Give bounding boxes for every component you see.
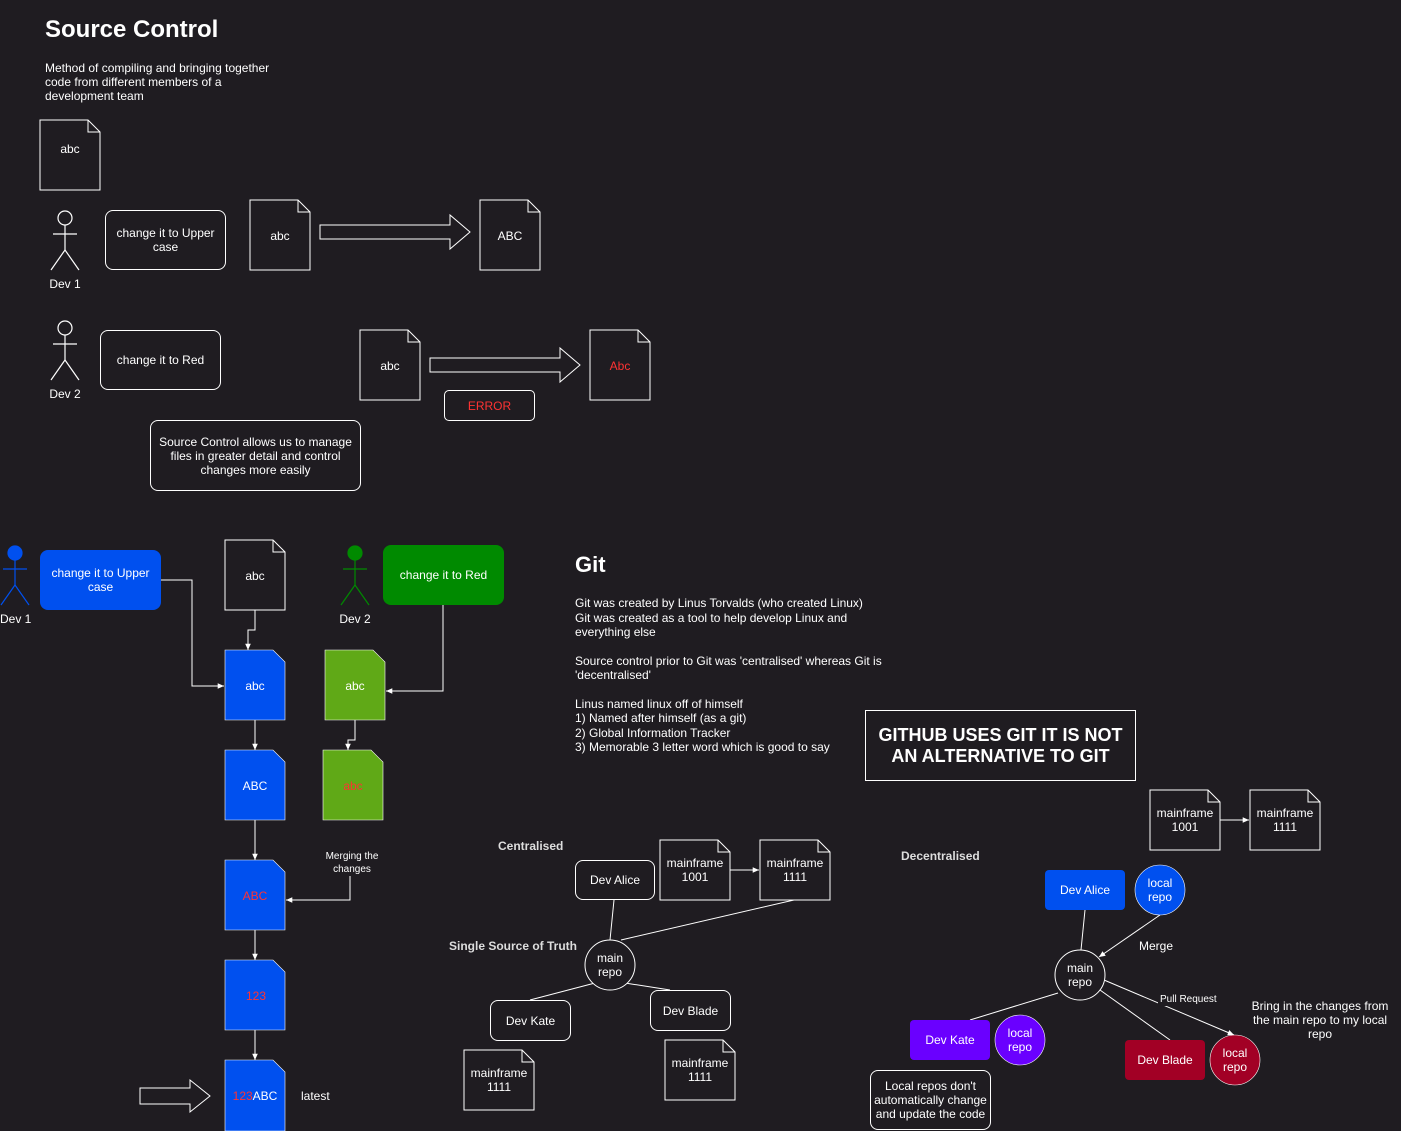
doc-label: abc xyxy=(60,142,80,156)
local-repos-note: Local repos don't automatically change a… xyxy=(870,1070,991,1130)
merging-label: Merging the changes xyxy=(315,850,389,876)
local-repo-circle xyxy=(1134,864,1186,916)
git-note-line: Linus named linux off of himself xyxy=(575,696,743,711)
main-repo-circle xyxy=(1054,949,1106,1001)
git-heading: Git xyxy=(575,552,606,577)
doc-label: abc xyxy=(380,359,400,373)
git-note-line xyxy=(575,640,885,654)
git-note-line: 3) Memorable 3 letter word which is good… xyxy=(575,740,830,754)
main-repo-circle xyxy=(584,939,636,991)
doc-label-red-part: 123 xyxy=(232,1089,253,1103)
doc-shape-blue xyxy=(224,959,286,1031)
doc-shape xyxy=(359,329,421,401)
doc-shape-blue xyxy=(224,749,286,821)
doc-shape xyxy=(664,1039,736,1101)
doc-label: abc xyxy=(245,679,265,693)
page-title: Source Control xyxy=(45,16,219,43)
doc-label-white-part: ABC xyxy=(252,1089,278,1103)
bring-in-changes-text: Bring in the changes from the main repo … xyxy=(1251,999,1389,1041)
doc-shape xyxy=(249,199,311,271)
github-note-box: GITHUB USES GIT IT IS NOT AN ALTERNATIVE… xyxy=(865,710,1136,781)
intro-text: Method of compiling and bringing togethe… xyxy=(45,61,270,103)
red-task-box: change it to Red xyxy=(100,330,221,390)
mainframe-label: mainframe 1111 xyxy=(766,856,824,884)
upper-task-box-blue: change it to Upper case xyxy=(40,550,161,610)
local-repo-label: local repo xyxy=(1222,1046,1248,1074)
doc-label: abc xyxy=(270,229,290,243)
doc-label: abc xyxy=(245,569,265,583)
dev1-label: Dev 1 xyxy=(49,277,81,291)
local-repo-label: local repo xyxy=(1007,1026,1033,1054)
doc-label-red: Abc xyxy=(609,359,631,373)
dev-alice-box-blue: Dev Alice xyxy=(1045,870,1125,910)
git-note-line: Source control prior to Git was 'central… xyxy=(575,653,882,683)
mainframe-label: mainframe 1001 xyxy=(666,856,724,884)
main-repo-label: main repo xyxy=(596,951,623,979)
dev-kate-box: Dev Kate xyxy=(490,1000,571,1041)
doc-shape-blue xyxy=(224,859,286,931)
doc-label-red: 123 xyxy=(245,989,267,1003)
latest-block-arrow xyxy=(139,1078,211,1114)
doc-shape-green xyxy=(322,749,384,821)
mainframe-label: mainframe 1111 xyxy=(671,1056,729,1084)
doc-shape xyxy=(1149,789,1221,851)
actor-dev2-green-icon xyxy=(340,545,370,606)
doc-shape xyxy=(463,1049,535,1111)
red-task-box-green: change it to Red xyxy=(383,545,504,605)
doc-shape xyxy=(589,329,651,401)
actor-dev2-icon xyxy=(50,320,80,381)
actor-dev1-blue-icon xyxy=(0,545,30,606)
local-repo-label: local repo xyxy=(1147,876,1173,904)
git-note-line: 2) Global Information Tracker xyxy=(575,725,731,740)
mainframe-label: mainframe 1001 xyxy=(1156,806,1214,834)
latest-label: latest xyxy=(301,1089,330,1103)
doc-label: abc xyxy=(345,679,365,693)
actor-dev1-icon xyxy=(50,210,80,271)
doc-shape-green xyxy=(324,649,386,721)
doc-label-red: abc xyxy=(343,779,363,793)
doc-shape-blue xyxy=(224,1059,286,1131)
git-note-line: Git was created by Linus Torvalds (who c… xyxy=(575,596,863,610)
mainframe-label: mainframe 1111 xyxy=(470,1066,528,1094)
dev1-label: Dev 1 xyxy=(0,612,32,626)
block-arrow xyxy=(429,346,581,384)
doc-label-red: ABC xyxy=(242,889,268,903)
error-box: ERROR xyxy=(444,390,535,421)
upper-task-box: change it to Upper case xyxy=(105,210,226,270)
block-arrow xyxy=(319,213,471,251)
dev-kate-box-purple: Dev Kate xyxy=(910,1020,990,1060)
doc-label: ABC xyxy=(497,229,523,243)
doc-shape xyxy=(1249,789,1321,851)
single-source-label: Single Source of Truth xyxy=(449,939,578,953)
centralised-label: Centralised xyxy=(498,839,564,853)
dev-blade-box: Dev Blade xyxy=(650,990,731,1031)
dev2-label: Dev 2 xyxy=(339,612,371,626)
doc-shape xyxy=(479,199,541,271)
doc-shape xyxy=(759,839,831,901)
git-notes: Git was created by Linus Torvalds (who c… xyxy=(575,596,885,755)
git-note-line: 1) Named after himself (as a git) xyxy=(575,711,747,725)
local-repo-circle xyxy=(1209,1034,1261,1086)
merge-label: Merge xyxy=(1139,939,1174,953)
dev-blade-box-crimson: Dev Blade xyxy=(1125,1040,1205,1080)
doc-shape xyxy=(659,839,731,901)
git-note-line: Git was created as a tool to help develo… xyxy=(575,610,848,640)
dev2-label: Dev 2 xyxy=(49,387,81,401)
doc-shape xyxy=(224,539,286,611)
doc-shape-blue xyxy=(224,649,286,721)
doc-label: ABC xyxy=(242,779,268,793)
pull-request-label: Pull Request xyxy=(1158,994,1219,1006)
git-note-line xyxy=(575,683,885,697)
source-control-note: Source Control allows us to manage files… xyxy=(150,420,361,491)
mainframe-label: mainframe 1111 xyxy=(1256,806,1314,834)
main-repo-label: main repo xyxy=(1066,961,1093,989)
doc-shape xyxy=(39,119,101,191)
decentralised-label: Decentralised xyxy=(901,849,980,863)
dev-alice-box: Dev Alice xyxy=(575,860,655,900)
local-repo-circle xyxy=(994,1014,1046,1066)
